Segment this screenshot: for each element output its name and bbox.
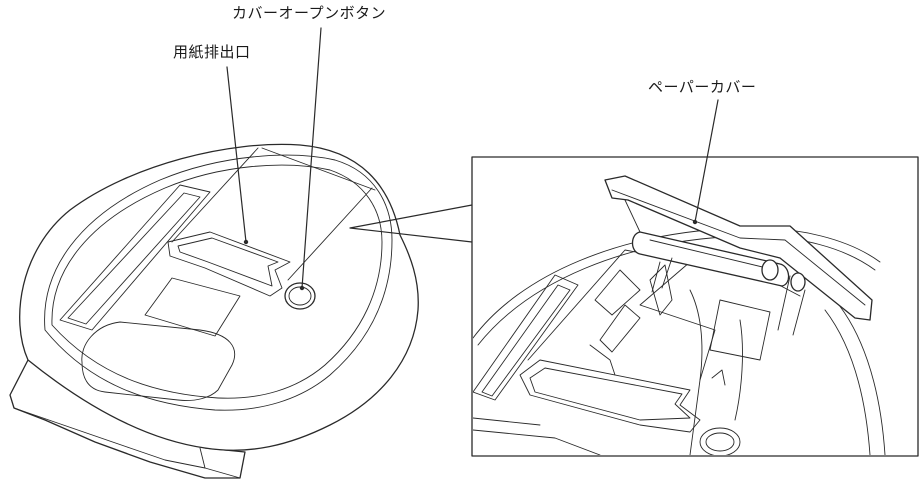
label-cover-open-button: カバーオープンボタン — [232, 4, 387, 22]
leader-paper-cover — [695, 100, 718, 222]
leader-paper-outlet — [227, 67, 246, 242]
leader-dot-outlet — [243, 239, 249, 245]
leader-dot-cover — [692, 219, 698, 225]
callout-wedge — [350, 205, 472, 242]
label-paper-outlet: 用紙排出口 — [173, 43, 251, 61]
label-paper-cover: ペーパーカバー — [648, 78, 757, 96]
zoom-box — [472, 157, 918, 456]
leader-cover-open-button — [302, 28, 321, 288]
leader-dot-button — [299, 285, 305, 291]
printer-body — [10, 144, 418, 478]
